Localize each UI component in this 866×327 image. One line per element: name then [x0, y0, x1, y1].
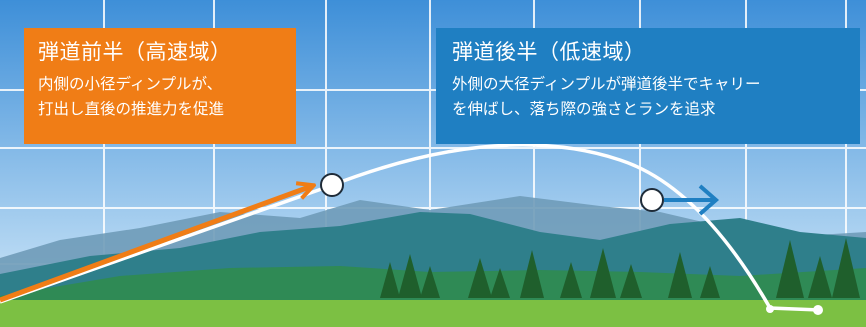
early-phase-description: 内側の小径ディンプルが、 打出し直後の推進力を促進 — [38, 72, 282, 122]
late-phase-marker-icon — [640, 188, 664, 212]
early-phase-panel: 弾道前半（高速域） 内側の小径ディンプルが、 打出し直後の推進力を促進 — [24, 28, 296, 144]
tree-line — [380, 238, 860, 298]
late-phase-line: 外側の大径ディンプルが弾道後半でキャリー — [452, 75, 761, 93]
orange-acceleration-arrow-icon — [0, 186, 312, 303]
early-phase-marker-icon — [320, 173, 344, 197]
late-phase-title: 弾道後半（低速域） — [452, 40, 646, 64]
early-phase-line: 内側の小径ディンプルが、 — [38, 75, 223, 93]
early-phase-title: 弾道前半（高速域） — [38, 40, 232, 64]
ball-trajectory-line — [0, 143, 821, 312]
blue-carry-arrow-icon — [664, 184, 720, 216]
bounce-point-icon — [766, 305, 774, 313]
late-phase-description: 外側の大径ディンプルが弾道後半でキャリー を伸ばし、落ち際の強さとランを追求 — [452, 72, 844, 122]
ground-strip — [0, 300, 866, 327]
early-phase-line: 打出し直後の推進力を促進 — [38, 100, 225, 118]
landing-point-icon — [813, 305, 823, 315]
late-phase-line: を伸ばし、落ち際の強さとランを追求 — [452, 100, 716, 118]
late-phase-panel: 弾道後半（低速域） 外側の大径ディンプルが弾道後半でキャリー を伸ばし、落ち際の… — [436, 28, 860, 144]
